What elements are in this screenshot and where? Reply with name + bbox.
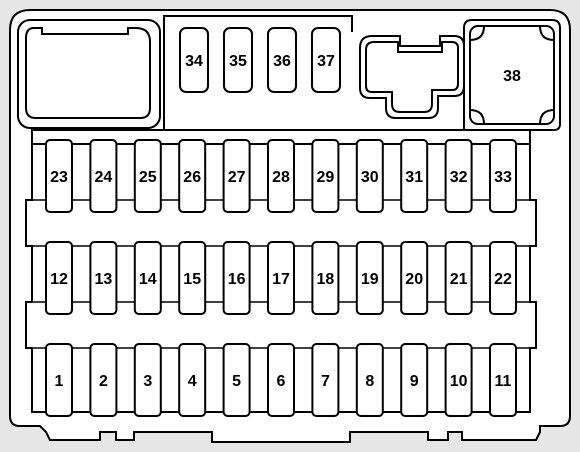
fuse-number: 28 xyxy=(272,169,290,186)
fuse-number: 6 xyxy=(277,373,286,390)
fuse-number: 23 xyxy=(50,169,68,186)
fuse-number: 32 xyxy=(450,169,468,186)
fuse-number: 30 xyxy=(361,169,379,186)
fuse-number: 2 xyxy=(99,373,108,390)
fuse-36: 36 xyxy=(267,27,297,93)
fuse-number: 24 xyxy=(95,169,113,186)
fuse-number: 27 xyxy=(228,169,246,186)
fuse-number: 22 xyxy=(494,271,512,288)
fuse-10: 10 xyxy=(444,343,473,417)
fuse-18: 18 xyxy=(311,241,340,315)
fuse-number: 35 xyxy=(229,53,247,70)
fuse-number: 4 xyxy=(188,373,197,390)
fuse-number: 18 xyxy=(317,271,335,288)
fuse-33: 33 xyxy=(489,139,517,213)
fuse-number: 26 xyxy=(183,169,201,186)
fuse-9: 9 xyxy=(400,343,429,417)
fuse-number: 7 xyxy=(321,373,330,390)
fuse-number: 16 xyxy=(228,271,246,288)
top-fuse-frame xyxy=(163,15,353,130)
fuse-27: 27 xyxy=(222,139,251,213)
fuse-8: 8 xyxy=(355,343,384,417)
fuse-number: 17 xyxy=(272,271,290,288)
fuse-23: 23 xyxy=(45,139,73,213)
fuse-14: 14 xyxy=(133,241,162,315)
fuse-13: 13 xyxy=(89,241,118,315)
fuse-2: 2 xyxy=(89,343,118,417)
fuse-12: 12 xyxy=(45,241,73,315)
fuse-34: 34 xyxy=(179,27,209,93)
fuse-number: 33 xyxy=(494,169,512,186)
relay-socket-38 xyxy=(469,25,555,125)
fuse-number: 25 xyxy=(139,169,157,186)
fuse-number: 36 xyxy=(273,53,291,70)
fuse-31: 31 xyxy=(400,139,429,213)
fuse-32: 32 xyxy=(444,139,473,213)
fuse-19: 19 xyxy=(355,241,384,315)
fuse-number: 34 xyxy=(185,53,203,70)
fuse-25: 25 xyxy=(133,139,162,213)
fuse-number: 11 xyxy=(495,373,512,390)
fuse-number: 12 xyxy=(50,271,68,288)
fuse-number: 37 xyxy=(317,53,335,70)
fuse-1: 1 xyxy=(45,343,73,417)
fuse-3: 3 xyxy=(133,343,162,417)
fuse-number: 13 xyxy=(95,271,113,288)
fuse-37: 37 xyxy=(311,27,341,93)
fuse-number: 31 xyxy=(405,169,423,186)
fuse-20: 20 xyxy=(400,241,429,315)
relay-38-label: 38 xyxy=(503,68,521,85)
fuse-5: 5 xyxy=(222,343,251,417)
fuse-4: 4 xyxy=(178,343,207,417)
fuse-15: 15 xyxy=(178,241,207,315)
fuse-11: 11 xyxy=(489,343,517,417)
fuse-35: 35 xyxy=(223,27,253,93)
fuse-16: 16 xyxy=(222,241,251,315)
fuse-number: 15 xyxy=(183,271,201,288)
relay-socket-right-frame xyxy=(463,19,561,131)
fuse-number: 3 xyxy=(143,373,152,390)
fuse-24: 24 xyxy=(89,139,118,213)
fuse-number: 9 xyxy=(410,373,419,390)
fuse-number: 19 xyxy=(361,271,379,288)
fuse-30: 30 xyxy=(355,139,384,213)
fuse-6: 6 xyxy=(267,343,295,417)
fuse-number: 8 xyxy=(365,373,374,390)
fuse-number: 1 xyxy=(55,373,64,390)
fuse-26: 26 xyxy=(178,139,207,213)
fuse-17: 17 xyxy=(267,241,295,315)
fuse-28: 28 xyxy=(267,139,295,213)
fuse-7: 7 xyxy=(311,343,340,417)
relay-socket-left xyxy=(17,19,161,129)
fuse-29: 29 xyxy=(311,139,340,213)
fuse-number: 14 xyxy=(139,271,157,288)
fuse-number: 29 xyxy=(317,169,335,186)
fuse-21: 21 xyxy=(444,241,473,315)
fuse-number: 21 xyxy=(450,271,468,288)
fuse-number: 20 xyxy=(405,271,423,288)
fuse-number: 10 xyxy=(450,373,468,390)
fuse-22: 22 xyxy=(489,241,517,315)
fuse-number: 5 xyxy=(232,373,241,390)
